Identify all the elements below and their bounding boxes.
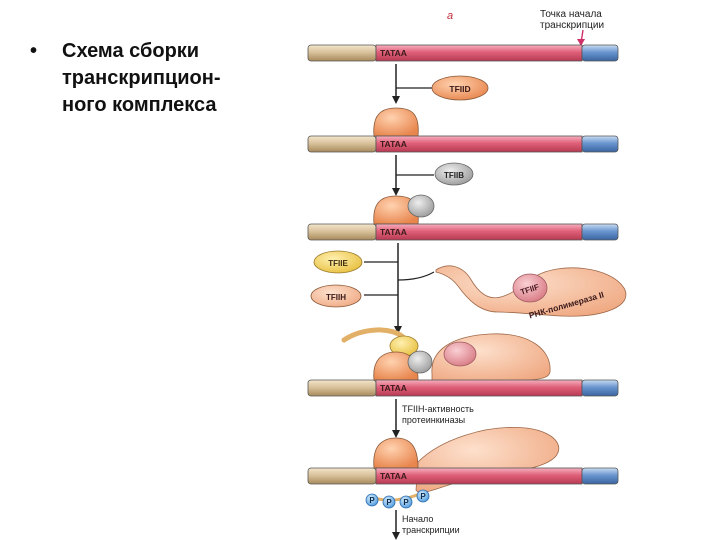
bullet-line-3: ного комплекса <box>62 94 217 116</box>
dna-strand-3: TATAA <box>307 223 619 241</box>
kinase-label-line-2: протеинкиназы <box>402 415 465 425</box>
tfiih-label: TFIIH <box>326 293 346 302</box>
tss-label-line-1: Точка начала <box>540 9 602 20</box>
kinase-label-line-1: TFIIH-активность <box>402 404 474 414</box>
tss-pointer-head <box>577 39 585 46</box>
tfiif-factor <box>512 273 548 303</box>
tfiid-label: TFIID <box>449 84 470 94</box>
tfiie-factor <box>313 250 363 274</box>
tata-box-label: TATAA <box>380 383 407 393</box>
dna-strand-2: TATAA <box>307 135 619 153</box>
tfiid-bound-5 <box>373 437 419 469</box>
tata-box-label: TATAA <box>380 139 407 149</box>
phosphate-group-4: P <box>416 489 430 503</box>
tfiie-label: TFIIE <box>328 259 348 268</box>
bullet-line-2: транскрипцион- <box>62 67 221 89</box>
bullet-line-1: Схема сборки <box>62 40 200 62</box>
panel-letter: a <box>447 10 453 22</box>
tfiid-factor <box>431 75 489 101</box>
tfiid-bound-2 <box>373 107 419 137</box>
tfiib-factor <box>434 162 474 186</box>
svg-text:P: P <box>369 496 375 505</box>
tata-box-label: TATAA <box>380 227 407 237</box>
start-label-line-2: транскрипции <box>402 525 460 535</box>
tata-box-label: TATAA <box>380 471 407 481</box>
svg-text:P: P <box>386 498 392 507</box>
dna-strand-5: TATAA <box>307 467 619 485</box>
phosphate-group-1: P <box>365 493 379 507</box>
tfiib-bound-3 <box>407 194 435 218</box>
tfiib-bound-4 <box>407 350 433 374</box>
svg-text:P: P <box>420 492 426 501</box>
tfiib-label: TFIIB <box>444 171 464 180</box>
tfiif-bound-4 <box>443 341 477 367</box>
dna-strand-1: TATAA <box>307 44 619 62</box>
ctd-tail-5 <box>373 492 421 502</box>
bullet-text: Схема сборки транскрипцион- ного комплек… <box>62 38 282 119</box>
tfiih-factor <box>310 284 362 308</box>
phosphate-group-2: P <box>382 495 396 509</box>
pol-connector <box>397 271 435 281</box>
phosphate-group-3: P <box>399 495 413 509</box>
start-label-line-1: Начало <box>402 514 433 524</box>
bullet-dot: • <box>30 40 38 62</box>
dna-strand-4: TATAA <box>307 379 619 397</box>
tata-box-label: TATAA <box>380 48 407 58</box>
tss-label-line-2: транскрипции <box>540 20 604 31</box>
svg-text:P: P <box>403 498 409 507</box>
